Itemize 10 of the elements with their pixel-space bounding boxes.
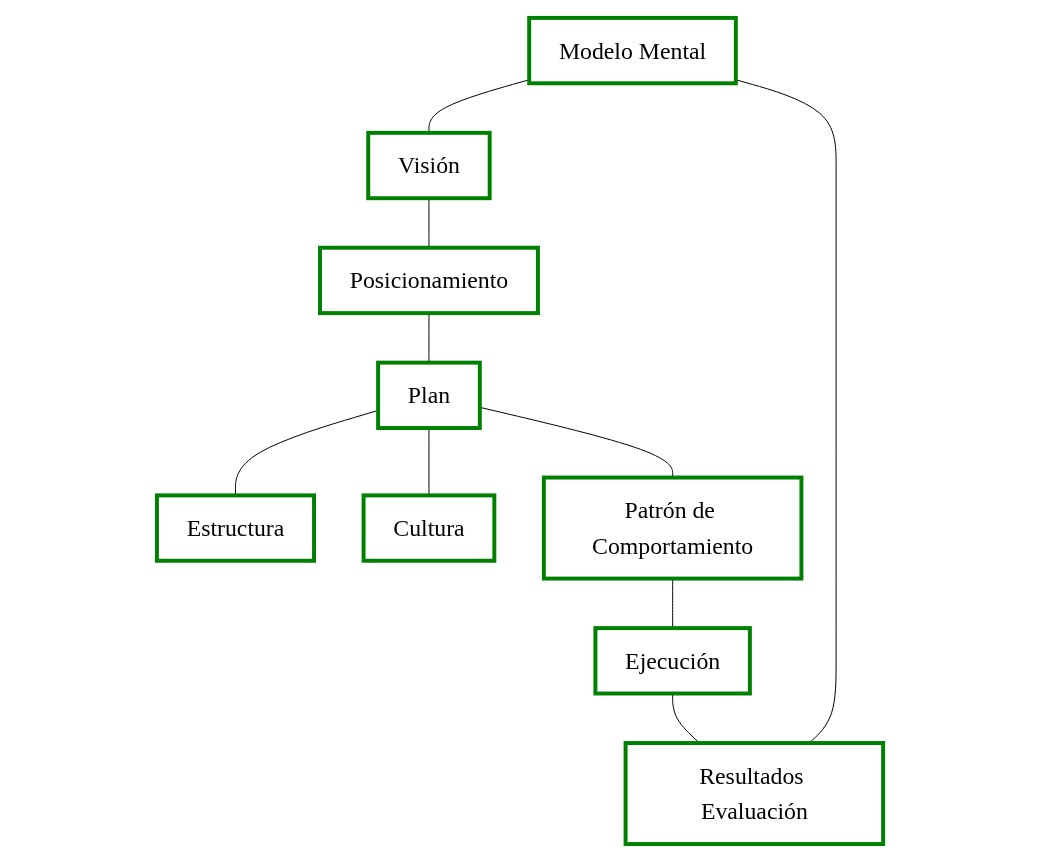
node-box: Cultura (361, 493, 497, 563)
connector (672, 693, 700, 744)
node-box: Posicionamiento (318, 245, 540, 316)
node-box: Resultados Evaluación (623, 741, 886, 847)
node-box: Visión (366, 130, 492, 201)
node-box: Patrón de Comportamiento (541, 475, 804, 581)
node-box: Estructura (154, 493, 316, 563)
node-box: Modelo Mental (527, 15, 738, 86)
node-box: Plan (376, 360, 482, 430)
node-box: Ejecución (593, 626, 752, 696)
